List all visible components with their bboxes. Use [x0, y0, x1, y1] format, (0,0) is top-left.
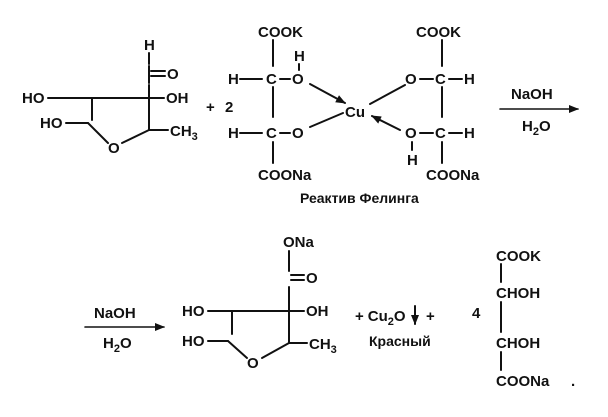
- bond: [121, 129, 150, 144]
- carbonyl-o-label: O: [306, 270, 318, 287]
- h-label: H: [228, 71, 239, 88]
- carbon-label: C: [266, 125, 277, 142]
- reactant-sugar: H O HO OH HO O CH3: [22, 37, 198, 157]
- h-label: H: [464, 71, 475, 88]
- oxygen-label: O: [292, 125, 304, 142]
- bond: [227, 340, 248, 359]
- carbonyl-o-label: O: [167, 66, 179, 83]
- oh-right-label: OH: [166, 90, 189, 107]
- choh-label: CHOH: [496, 335, 540, 352]
- h-label: H: [294, 48, 305, 65]
- cu2o-formula: +Cu2O: [355, 308, 406, 328]
- ring-o-label: O: [108, 140, 120, 157]
- product-sugar-acid-salt: ONa O HO OH HO O CH3: [182, 234, 337, 372]
- reagent-label: NaOH: [94, 305, 136, 322]
- ona-label: ONa: [283, 234, 315, 251]
- coona-label-left: COONa: [258, 167, 312, 184]
- cook-label-right: COOK: [416, 24, 461, 41]
- reaction-arrow-1: NaOH H2O: [499, 86, 579, 138]
- carbon-label: C: [266, 71, 277, 88]
- copper-oxide-precipitate: +Cu2O + Красный: [355, 305, 435, 349]
- cook-label: COOK: [496, 248, 541, 265]
- choh-label: CHOH: [496, 285, 540, 302]
- coordination-arrow: [309, 83, 346, 104]
- h-label: H: [228, 125, 239, 142]
- oh-right-label: OH: [306, 303, 329, 320]
- bond: [87, 122, 109, 144]
- reagent-label: NaOH: [511, 86, 553, 103]
- methyl-label: CH3: [170, 123, 198, 143]
- aldehyde-h-label: H: [144, 37, 155, 54]
- ho-left-label: HO: [182, 303, 205, 320]
- ho-lower-label: HO: [182, 333, 205, 350]
- cook-label-left: COOK: [258, 24, 303, 41]
- reaction-arrow-2: NaOH H2O: [84, 305, 165, 355]
- methyl-label: CH3: [309, 336, 337, 356]
- coona-label: COONa: [496, 373, 550, 390]
- fehling-caption: Реактив Фелинга: [300, 190, 419, 206]
- plus-sign: +: [206, 99, 215, 116]
- bond: [369, 84, 406, 105]
- coordination-arrow: [371, 115, 401, 131]
- precipitate-caption: Красный: [369, 333, 431, 349]
- plus-sign: +: [426, 308, 435, 325]
- oxygen-label: O: [405, 125, 417, 142]
- period: .: [571, 373, 575, 390]
- copper-label: Cu: [345, 104, 365, 121]
- ho-lower-label: HO: [40, 115, 63, 132]
- solvent-label: H2O: [103, 335, 132, 355]
- product-tartrate: COOK CHOH CHOH COONa .: [496, 248, 575, 390]
- solvent-label: H2O: [522, 118, 551, 138]
- oxygen-label: O: [405, 71, 417, 88]
- ho-left-label: HO: [22, 90, 45, 107]
- ring-o-label: O: [247, 355, 259, 372]
- oxygen-label: O: [292, 71, 304, 88]
- carbon-label: C: [435, 125, 446, 142]
- h-label: H: [407, 152, 418, 169]
- bond: [261, 342, 290, 359]
- coefficient: 2: [225, 99, 233, 116]
- fehling-reagent: COOK COOK H C O H H C O COONa Cu O C H: [228, 24, 480, 206]
- bond: [309, 112, 344, 128]
- carbon-label: C: [435, 71, 446, 88]
- h-label: H: [464, 125, 475, 142]
- coona-label-right: COONa: [426, 167, 480, 184]
- coefficient: 4: [472, 305, 481, 322]
